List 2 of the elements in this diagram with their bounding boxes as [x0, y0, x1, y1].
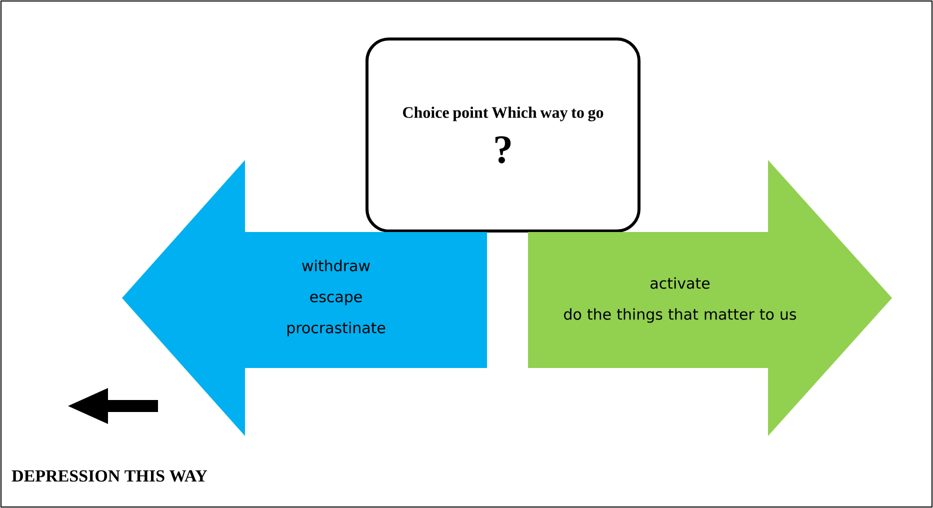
choice-box: Choice point Which way to go ? — [366, 38, 640, 232]
caption: DEPRESSION THIS WAY — [12, 470, 208, 482]
